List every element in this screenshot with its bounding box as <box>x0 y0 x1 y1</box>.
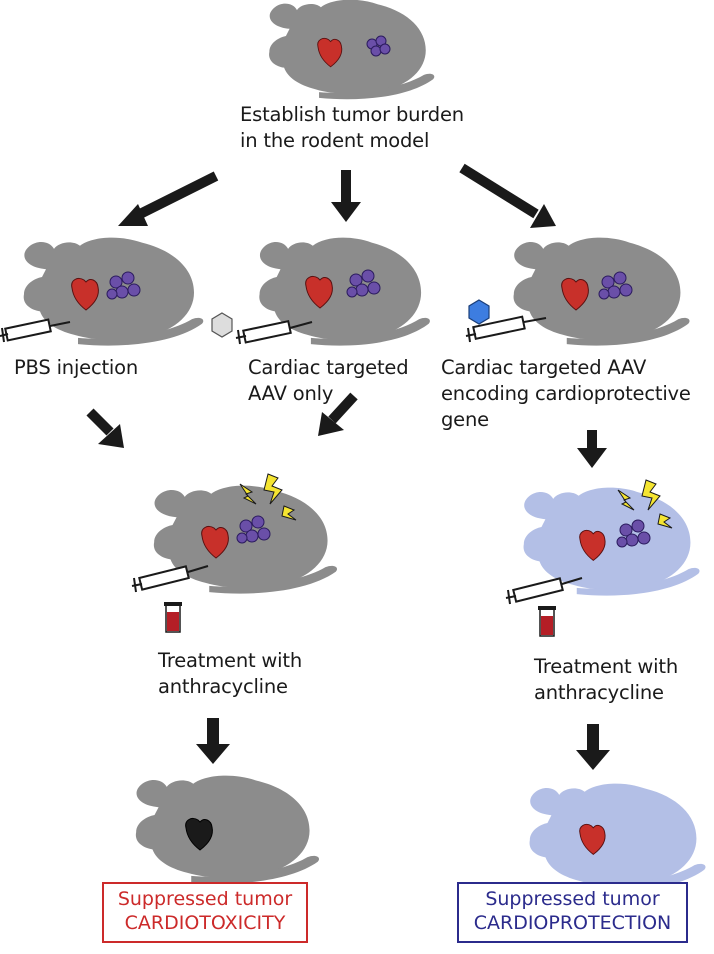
treated-mouse-right <box>523 479 700 596</box>
mouse-icon <box>269 0 435 100</box>
lightning-icon <box>617 479 673 529</box>
outcome-left-line-1: Suppressed tumor <box>117 888 293 910</box>
aav-gene-line-3: gene <box>441 408 489 431</box>
arrow-icon <box>577 430 607 468</box>
establish-line-1: Establish tumor burden <box>240 103 464 126</box>
treatment-right-line-1: Treatment with <box>534 655 678 678</box>
pbs-line-1: PBS injection <box>14 356 139 379</box>
arrow-icon <box>118 171 219 226</box>
syringe-icon <box>465 315 547 343</box>
lightning-icon <box>239 473 297 521</box>
outcome-left-line-2: CARDIOTOXICITY <box>124 912 286 934</box>
establish-label: Establish tumor burden in the rodent mod… <box>240 102 464 154</box>
arrow-icon <box>459 163 556 228</box>
aav-gene-line-1: Cardiac targeted AAV <box>441 356 647 379</box>
outcome-right-line-1: Suppressed tumor <box>485 888 660 910</box>
syringe-icon <box>131 565 209 593</box>
establish-line-2: in the rodent model <box>240 129 430 152</box>
aav-only-mouse <box>259 237 430 346</box>
vial-icon <box>164 602 182 633</box>
aav-only-label: Cardiac targeted AAV only <box>248 355 409 407</box>
arrow-icon <box>576 724 610 770</box>
aav-only-line-2: AAV only <box>248 382 334 405</box>
treatment-left-label: Treatment with anthracycline <box>158 648 302 700</box>
syringe-icon <box>0 318 71 343</box>
final-mouse-right <box>529 783 706 892</box>
outcome-right-line-2: CARDIOPROTECTION <box>473 912 672 934</box>
aav-only-line-1: Cardiac targeted <box>248 356 409 379</box>
tumor-icon <box>346 269 381 298</box>
arrow-icon <box>86 408 124 448</box>
tumor-icon <box>616 519 651 548</box>
pbs-label: PBS injection <box>14 355 138 381</box>
aav-capsid-icon <box>468 299 490 325</box>
syringe-icon <box>235 319 313 345</box>
vial-icon <box>538 606 556 637</box>
tumor-icon <box>236 515 271 544</box>
top-mouse <box>269 0 435 100</box>
treatment-right-label: Treatment with anthracycline <box>534 654 678 706</box>
aav-gene-line-2: encoding cardioprotective <box>441 382 691 405</box>
final-mouse-left <box>135 775 320 884</box>
tumor-icon <box>106 271 141 300</box>
tumor-icon <box>366 35 391 57</box>
pbs-mouse <box>23 237 204 346</box>
treatment-right-line-2: anthracycline <box>534 681 664 704</box>
arrow-icon <box>318 392 358 436</box>
arrow-icon <box>331 170 361 222</box>
treated-mouse-left <box>153 473 338 594</box>
aav-gene-mouse <box>513 237 690 346</box>
aav-gene-label: Cardiac targeted AAV encoding cardioprot… <box>441 355 691 433</box>
aav-capsid-icon <box>211 312 233 338</box>
outcome-cardioprotection-box: Suppressed tumor CARDIOPROTECTION <box>457 882 688 943</box>
tumor-icon <box>598 271 633 300</box>
treatment-left-line-1: Treatment with <box>158 649 302 672</box>
mouse-icon <box>529 783 706 892</box>
mouse-icon <box>135 775 320 884</box>
arrow-icon <box>196 718 230 764</box>
flow-arrows <box>86 163 610 770</box>
mouse-icon <box>523 487 700 596</box>
syringe-icon <box>505 577 583 605</box>
outcome-cardiotoxicity-box: Suppressed tumor CARDIOTOXICITY <box>102 882 308 943</box>
treatment-left-line-2: anthracycline <box>158 675 288 698</box>
